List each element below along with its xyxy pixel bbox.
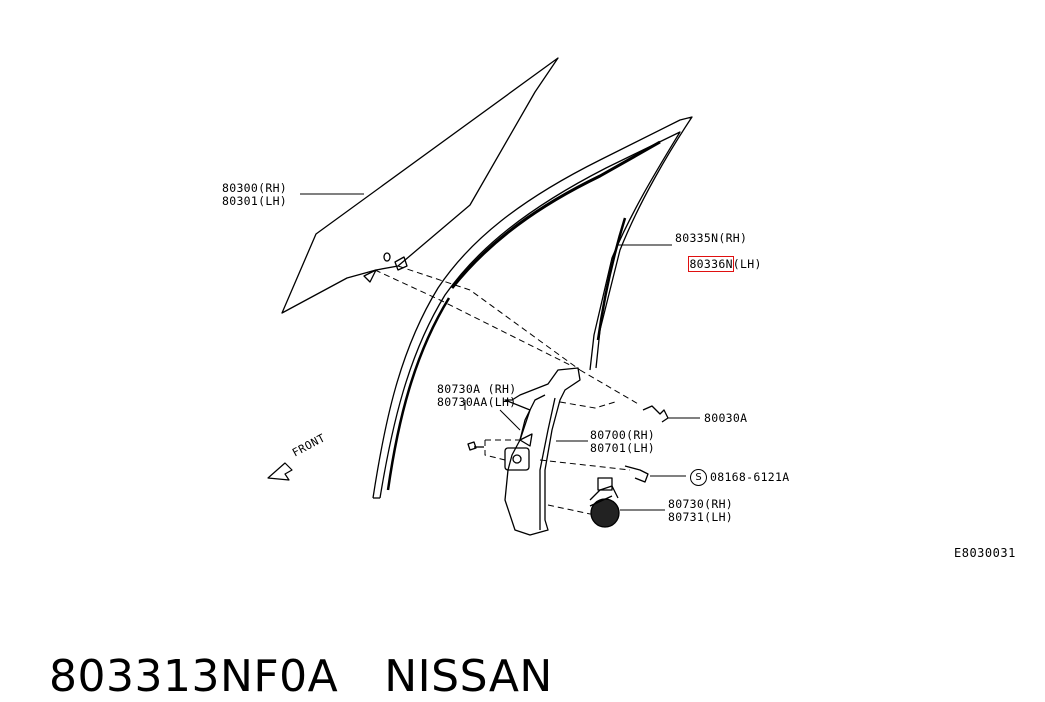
motor-bracket-label-rh: 80730A (RH) [437,382,517,396]
screw-symbol-icon: S [690,469,707,486]
sash-label-lh-side: (LH) [732,257,762,271]
sash-label-lh: 80336N(LH) [675,245,762,272]
footer-caption: 803313NF0A NISSAN [20,600,553,702]
glass-label-rh: 80300(RH) [222,181,288,195]
glass-label-lh: 80301(LH) [222,194,288,208]
diagram-code: E8030031 [954,546,1016,560]
brand-name: NISSAN [384,651,553,702]
regulator-rail [504,367,581,536]
bolt-label: 80030A [704,411,748,425]
door-glass [281,57,559,314]
bolt-80030A [642,405,669,423]
screw-label: 08168-6121A [710,470,790,484]
parts-diagram [267,57,700,536]
highlighted-part-number: 80336N [688,256,734,272]
sash-label-rh: 80335N(RH) [675,231,748,245]
motor-label-lh: 80731(LH) [668,510,734,524]
motor-label-rh: 80730(RH) [668,497,734,511]
part-number: 803313NF0A [48,651,339,702]
motor-bracket-label-lh: 80730AA(LH) [437,395,517,409]
glass-run-sash [372,116,693,499]
front-arrow [267,462,293,481]
regulator-label-rh: 80700(RH) [590,428,656,442]
regulator-label-lh: 80701(LH) [590,441,656,455]
window-motor [589,477,620,528]
